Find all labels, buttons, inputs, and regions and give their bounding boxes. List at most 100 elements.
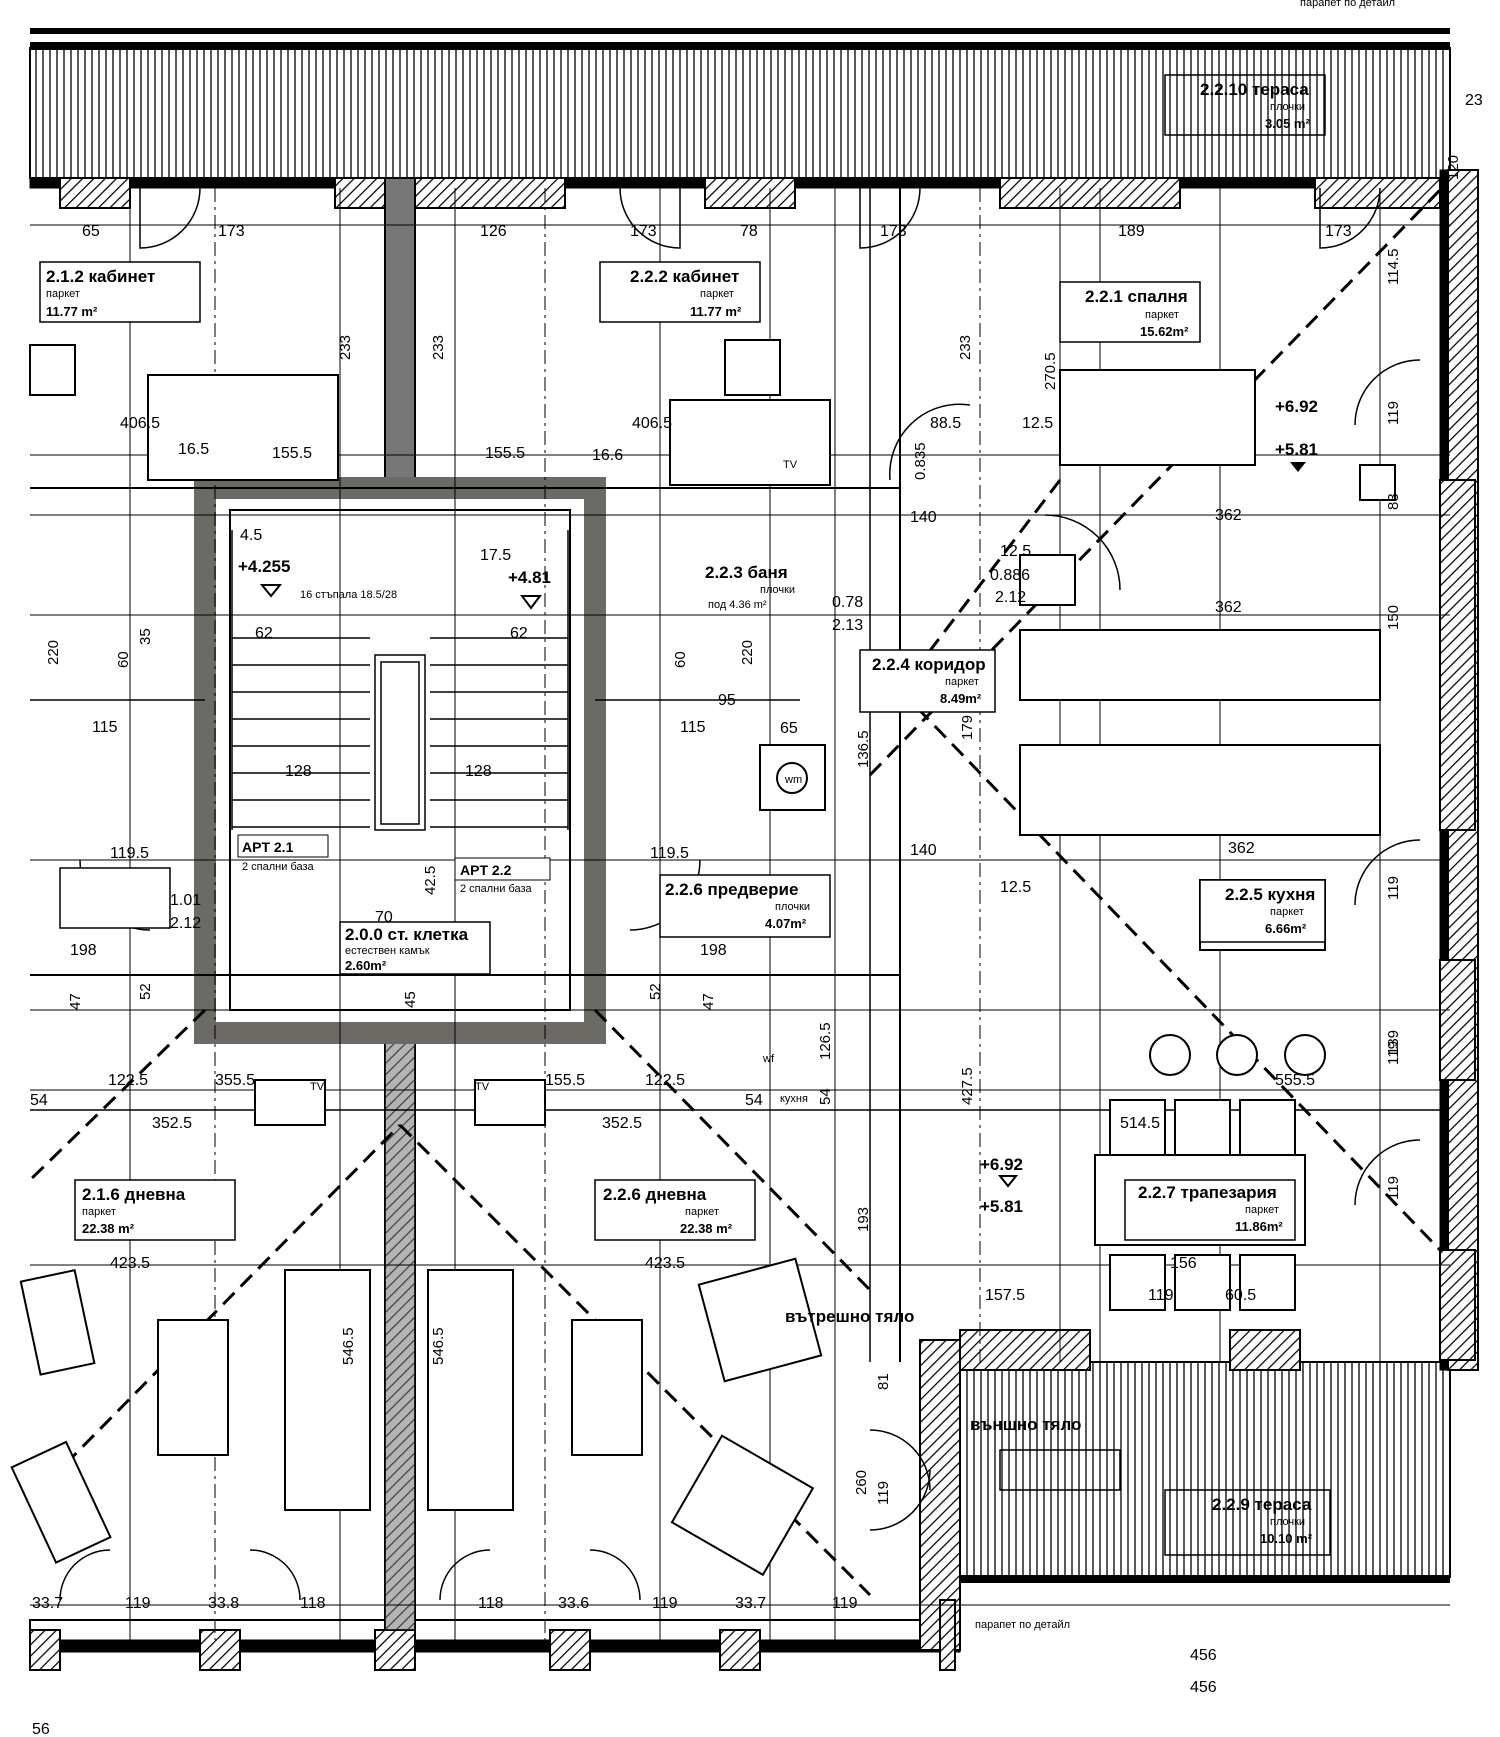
dim-h: 198 <box>70 942 97 959</box>
svg-text:+6.92: +6.92 <box>1275 397 1318 416</box>
svg-text:2.12: 2.12 <box>995 589 1026 606</box>
dim-v: 119 <box>1385 876 1402 900</box>
dimensions-vertical: 233 233 233 270.5 119 119 119 119 179 13… <box>45 155 1462 1505</box>
svg-text:+5.81: +5.81 <box>1275 440 1318 459</box>
dim-v: 233 <box>337 335 354 360</box>
svg-text:0.886: 0.886 <box>990 567 1030 584</box>
svg-text:2 спални база: 2 спални база <box>460 883 533 895</box>
svg-text:wf: wf <box>762 1053 775 1065</box>
svg-text:естествен камък: естествен камък <box>345 945 430 957</box>
svg-text:паркет: паркет <box>700 288 734 300</box>
dim-v: 136.5 <box>855 730 872 768</box>
dim-h: 406.5 <box>632 415 672 432</box>
dim-h: 12.5 <box>1000 879 1031 896</box>
room-2-2-4-label: 2.2.4 коридор паркет 8.49m² <box>872 655 986 706</box>
svg-text:8.49m²: 8.49m² <box>940 691 982 706</box>
svg-text:0.78: 0.78 <box>832 594 863 611</box>
dim-h: 65 <box>82 223 100 240</box>
svg-text:wm: wm <box>784 774 802 786</box>
dim-h: 362 <box>1215 507 1242 524</box>
dim-v: 233 <box>430 335 447 360</box>
dim-v: 47 <box>700 993 717 1010</box>
dim-h: 119 <box>832 1595 858 1612</box>
misc-labels: 0.886 2.12 0.78 2.13 1.01 2.12 0.835 TV … <box>170 442 1030 1105</box>
svg-text:паркет: паркет <box>1245 1204 1279 1216</box>
room-2-2-10-label: 2.2.10 тераса плочки 3.05 m² <box>1200 80 1310 131</box>
room-2-2-9-label: 2.2.9 тераса плочки 10.10 m² <box>1212 1495 1313 1546</box>
dim-h: 119.5 <box>650 845 689 862</box>
dim-v: 60 <box>672 651 689 668</box>
dim-h: 362 <box>1228 840 1255 857</box>
svg-text:2.2.3 баня: 2.2.3 баня <box>705 563 788 582</box>
room-2-2-2-label: 2.2.2 кабинет паркет 11.77 m² <box>630 267 742 319</box>
svg-text:паркет: паркет <box>82 1206 116 1218</box>
dim-h: 555.5 <box>1275 1072 1315 1089</box>
dim-v: 60 <box>115 651 132 668</box>
svg-text:външно тяло: външно тяло <box>970 1415 1081 1434</box>
dim-v: 260 <box>853 1470 870 1495</box>
dim-h: 33.8 <box>208 1595 239 1612</box>
dim-h: 156 <box>1170 1255 1197 1272</box>
svg-text:парапет по детайл: парапет по детайл <box>975 1619 1070 1631</box>
svg-text:плочки: плочки <box>1270 1516 1305 1528</box>
dim-v: 81 <box>875 1373 892 1390</box>
svg-text:TV: TV <box>475 1081 490 1093</box>
dim-v: 150 <box>1385 605 1402 630</box>
dim-h: 16.5 <box>178 441 209 458</box>
dim-h: 173 <box>1325 223 1352 240</box>
dim-v: 220 <box>45 640 62 665</box>
dim-v: 52 <box>647 983 664 1000</box>
svg-text:+6.92: +6.92 <box>980 1155 1023 1174</box>
dim-h: 62 <box>510 625 528 642</box>
svg-text:+4.81: +4.81 <box>508 568 551 587</box>
svg-text:вътрешно тяло: вътрешно тяло <box>785 1307 914 1326</box>
dim-v: 119 <box>1385 1041 1402 1065</box>
svg-text:APT 2.1: APT 2.1 <box>242 839 294 855</box>
dim-v: 119 <box>1385 1176 1402 1200</box>
dim-h: 155.5 <box>545 1072 585 1089</box>
svg-text:11.86m²: 11.86m² <box>1235 1219 1283 1234</box>
dim-h: 118 <box>478 1595 504 1612</box>
svg-text:2.2.6 предверие: 2.2.6 предверие <box>665 880 798 899</box>
dim-h: 56 <box>32 1721 50 1737</box>
svg-text:0.835: 0.835 <box>912 442 929 480</box>
svg-text:2.2.4 коридор: 2.2.4 коридор <box>872 655 986 674</box>
dim-h: 23 <box>1465 92 1483 109</box>
svg-text:паркет: паркет <box>1145 309 1179 321</box>
dim-h: 456 <box>1190 1647 1217 1664</box>
dim-h: 198 <box>700 942 727 959</box>
dim-h: 17.5 <box>480 547 511 564</box>
svg-text:11.77 m²: 11.77 m² <box>690 304 742 319</box>
svg-text:паркет: паркет <box>1270 906 1304 918</box>
svg-text:TV: TV <box>783 459 798 471</box>
svg-text:TV: TV <box>310 1081 325 1093</box>
svg-text:2.2.6 дневна: 2.2.6 дневна <box>603 1185 707 1204</box>
dim-h: 173 <box>630 223 657 240</box>
svg-text:2.13: 2.13 <box>832 617 863 634</box>
svg-text:паркет: паркет <box>46 288 80 300</box>
dim-v: 120 <box>1445 155 1462 180</box>
dim-h: 54 <box>30 1092 48 1109</box>
svg-text:2.1.6 дневна: 2.1.6 дневна <box>82 1185 186 1204</box>
dim-v: 233 <box>957 335 974 360</box>
dim-h: 95 <box>718 692 736 709</box>
walls <box>29 169 1479 1671</box>
svg-text:6.66m²: 6.66m² <box>1265 921 1307 936</box>
svg-text:4.07m²: 4.07m² <box>765 916 807 931</box>
svg-text:паркет: паркет <box>685 1206 719 1218</box>
dim-v: 546.5 <box>340 1327 357 1365</box>
dim-v: 179 <box>959 715 976 740</box>
dim-h: 33.7 <box>32 1595 63 1612</box>
dim-h: 173 <box>880 223 907 240</box>
dim-v: 45 <box>402 991 419 1008</box>
dim-h: 4.5 <box>240 527 262 544</box>
dim-h: 355.5 <box>215 1072 255 1089</box>
svg-text:22.38 m²: 22.38 m² <box>82 1221 135 1236</box>
dim-h: 118 <box>300 1595 326 1612</box>
dim-v: 119 <box>875 1481 892 1505</box>
room-2-2-5-label: 2.2.5 кухня паркет 6.66m² <box>1225 885 1315 936</box>
room-2-0-0-label: 2.0.0 ст. клетка естествен камък 2.60m² <box>345 925 469 973</box>
svg-text:под 4.36 m²: под 4.36 m² <box>708 599 767 611</box>
dim-h: 12.5 <box>1000 543 1031 560</box>
svg-text:2.2.5 кухня: 2.2.5 кухня <box>1225 885 1315 904</box>
